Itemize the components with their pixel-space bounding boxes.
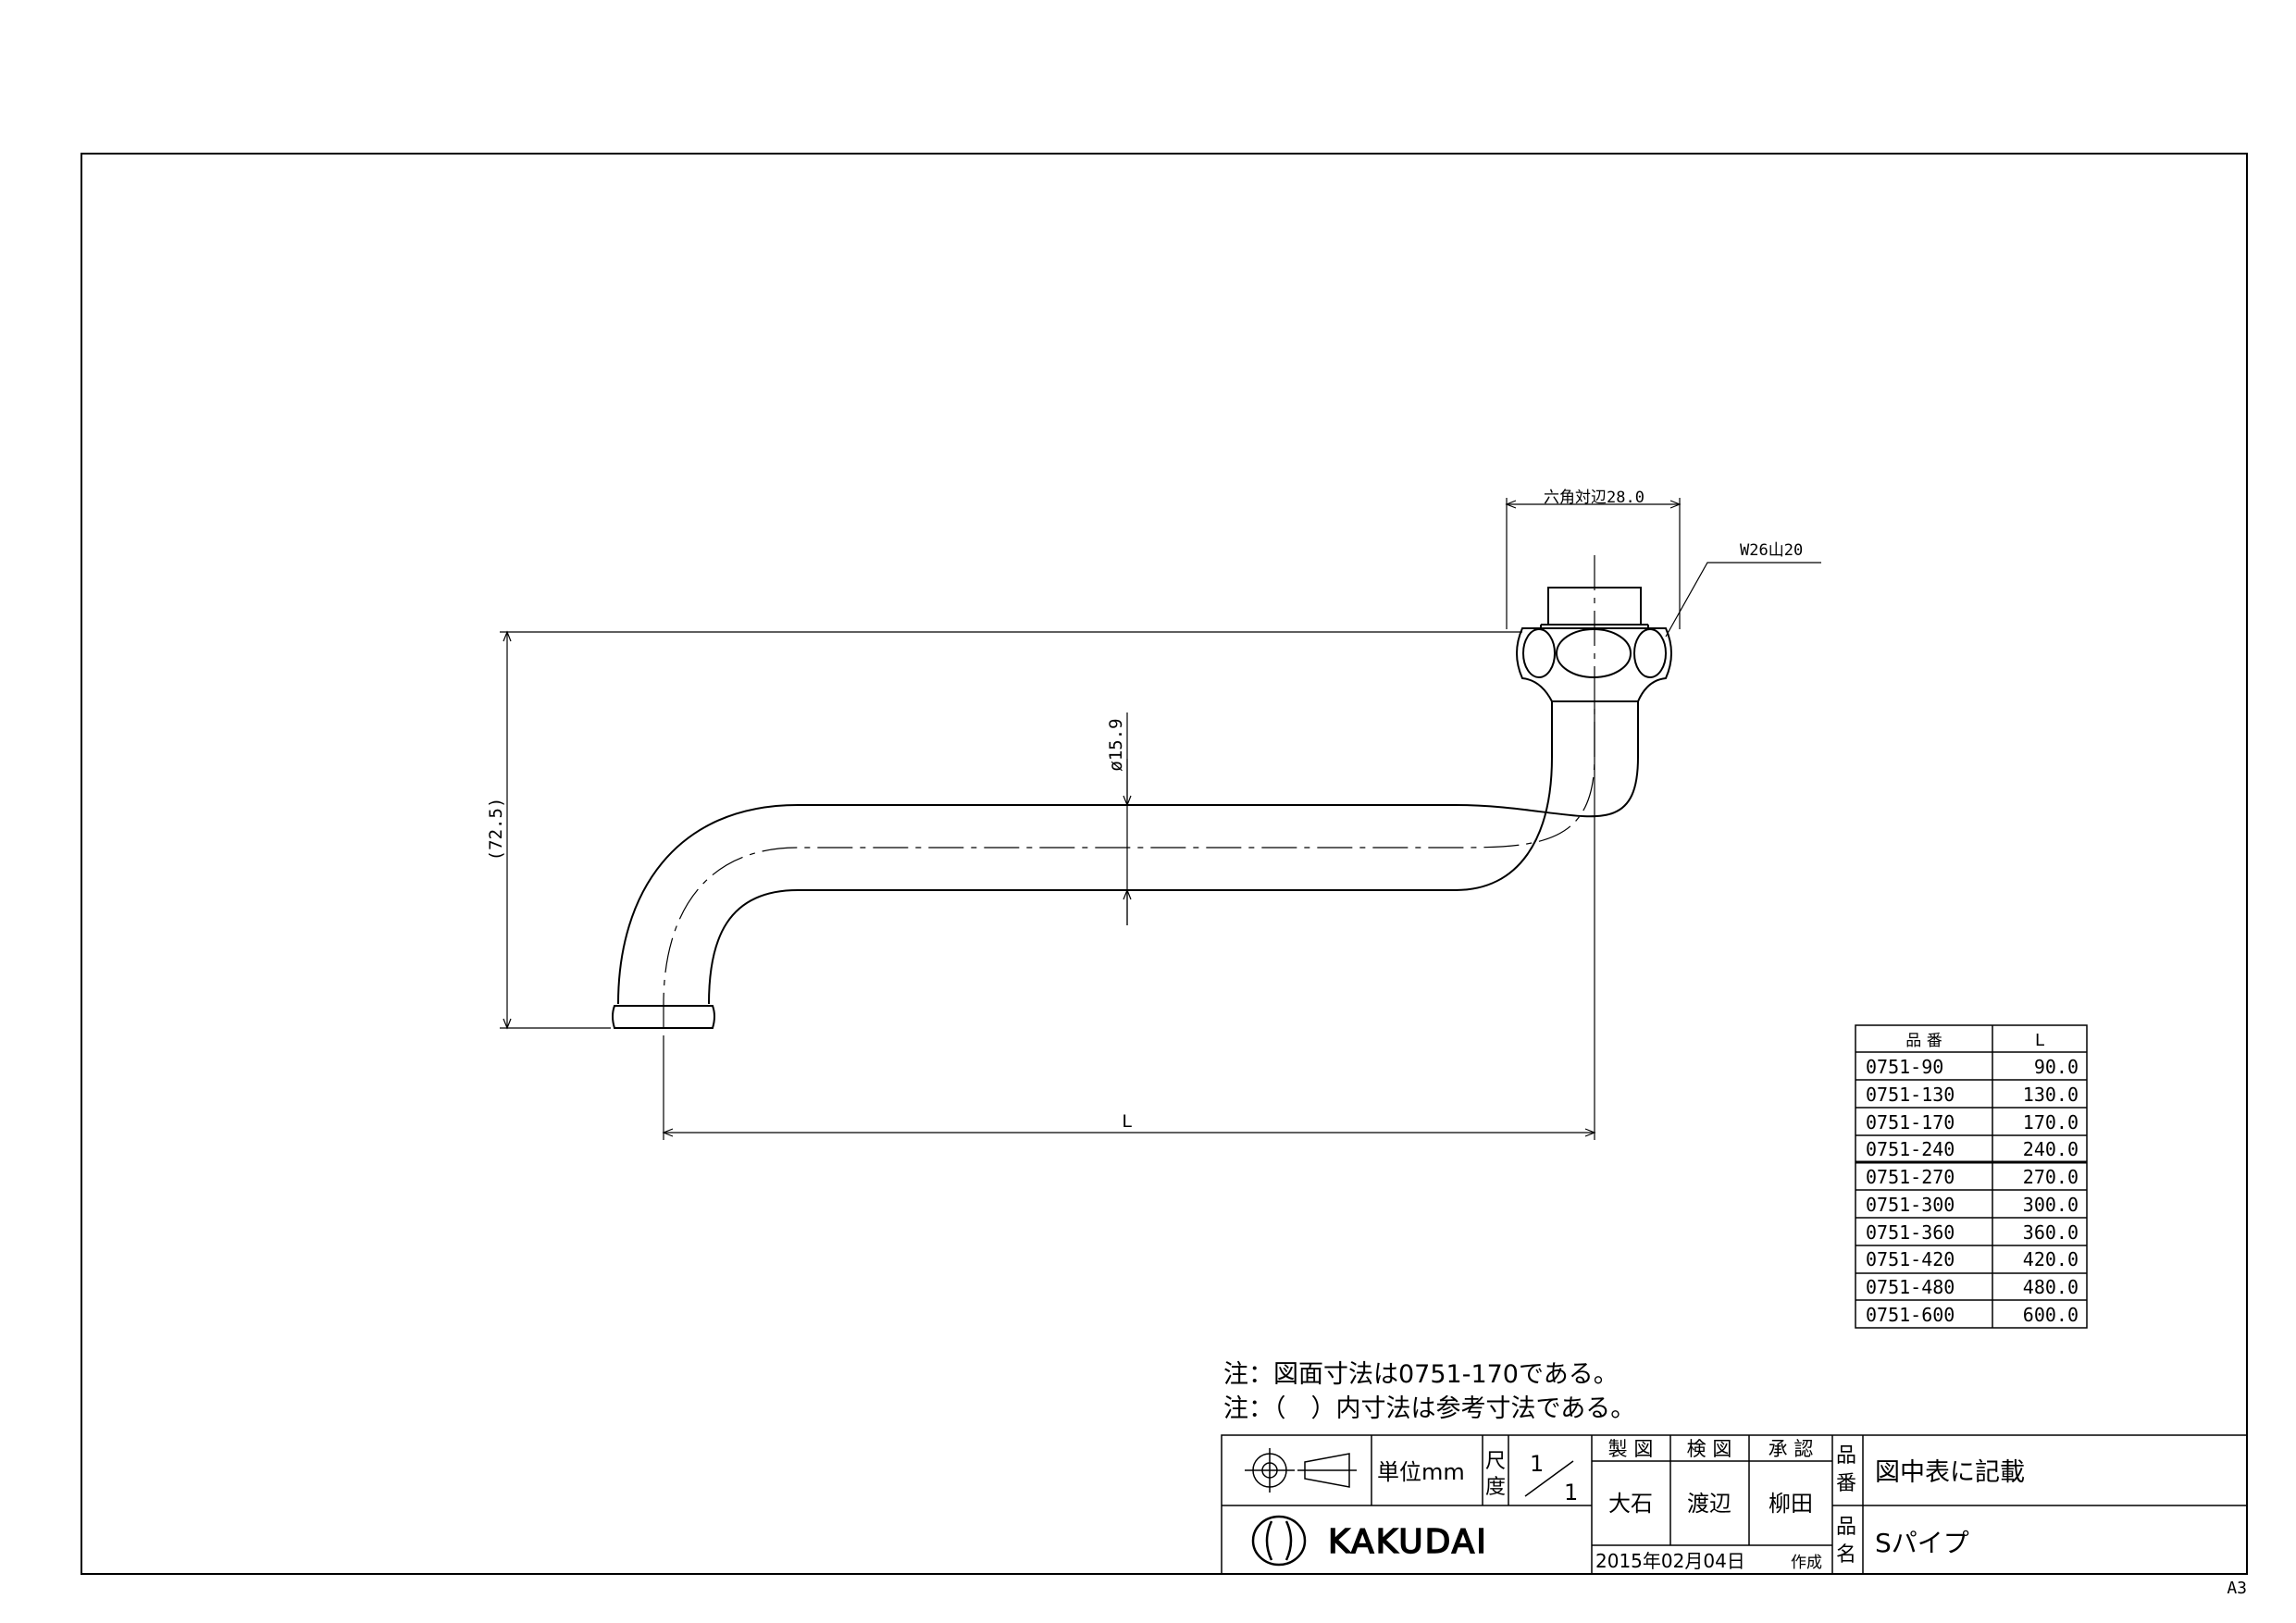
table-cell-part: 0751-130 xyxy=(1866,1084,1955,1106)
pipe-inner-contour xyxy=(617,701,1639,1005)
sheet-border xyxy=(81,153,2248,1575)
parts-table-header-number: 品 番 xyxy=(1905,1032,1942,1050)
part-name-value: Sパイプ xyxy=(1875,1528,1969,1558)
nut-center-face xyxy=(1556,628,1632,678)
date-suffix: 作成 xyxy=(1791,1554,1822,1572)
table-cell-length: 360.0 xyxy=(2023,1221,2079,1244)
pipe-centerline xyxy=(663,555,1595,1036)
table-cell-length: 240.0 xyxy=(2023,1138,2079,1160)
dimension-lines xyxy=(500,498,1821,1140)
note-2: 注：（ ）内寸法は参考寸法である。 xyxy=(1223,1394,1635,1423)
table-cell-part: 0751-420 xyxy=(1866,1248,1955,1270)
projection-symbol-icon xyxy=(1245,1448,1357,1493)
made-by: 大石 xyxy=(1608,1491,1653,1517)
hex-dimension-label: 六角対辺28.0 xyxy=(1544,489,1644,507)
kakudai-logo-icon xyxy=(1251,1515,1307,1567)
title-block: 単位mm 尺 度 1 1 KAKUDAI 製 図 検 図 承 認 大石 渡辺 柳… xyxy=(1221,1434,2248,1575)
nut-body xyxy=(1516,627,1672,702)
thread-leader xyxy=(1665,562,1821,638)
table-cell-part: 0751-480 xyxy=(1866,1276,1955,1298)
checked-header: 検 図 xyxy=(1687,1438,1732,1460)
sheet-size-label: A3 xyxy=(2227,1579,2247,1598)
approved-header: 承 認 xyxy=(1769,1438,1814,1460)
pipe-diameter-label: ø15.9 xyxy=(1106,718,1126,771)
table-cell-length: 270.0 xyxy=(2023,1166,2079,1188)
number-label-2: 番 xyxy=(1836,1472,1856,1495)
part-number-value: 図中表に記載 xyxy=(1875,1458,2025,1487)
parts-table-header-length: L xyxy=(2035,1031,2044,1050)
number-label-1: 品 xyxy=(1836,1444,1856,1468)
table-cell-length: 600.0 xyxy=(2023,1304,2079,1326)
table-cell-part: 0751-360 xyxy=(1866,1221,1955,1244)
pipe-tip-band xyxy=(612,1005,715,1029)
table-cell-part: 0751-170 xyxy=(1866,1111,1955,1134)
table-cell-part: 0751-600 xyxy=(1866,1304,1955,1326)
name-label-1: 品 xyxy=(1836,1516,1856,1539)
table-cell-length: 130.0 xyxy=(2023,1084,2079,1106)
table-cell-part: 0751-270 xyxy=(1866,1166,1955,1188)
s-pipe-drawing xyxy=(612,555,1672,1036)
scale-denominator: 1 xyxy=(1564,1480,1578,1505)
date-text: 2015年02月04日 xyxy=(1595,1550,1745,1572)
table-cell-length: 420.0 xyxy=(2023,1248,2079,1270)
approved-by: 柳田 xyxy=(1769,1491,1813,1517)
table-cell-length: 480.0 xyxy=(2023,1276,2079,1298)
parts-table: 品 番 L 0751-90 90.0 0751-130 130.0 0751-1… xyxy=(1855,1024,2088,1329)
made-header: 製 図 xyxy=(1608,1438,1654,1460)
length-label: L xyxy=(1122,1111,1132,1132)
scale-label-2: 度 xyxy=(1485,1476,1506,1499)
unit-label: 単位mm xyxy=(1377,1459,1465,1485)
company-name: KAKUDAI xyxy=(1328,1523,1488,1561)
pipe-outer-contour xyxy=(708,701,1553,1005)
table-cell-length: 170.0 xyxy=(2023,1111,2079,1134)
thread-label: W26山20 xyxy=(1740,541,1803,560)
scale-label-1: 尺 xyxy=(1485,1450,1506,1473)
checked-by: 渡辺 xyxy=(1687,1491,1731,1517)
table-cell-length: 90.0 xyxy=(2034,1056,2079,1078)
table-cell-length: 300.0 xyxy=(2023,1194,2079,1216)
scale-numerator: 1 xyxy=(1530,1451,1544,1477)
note-1: 注：図面寸法は0751-170である。 xyxy=(1223,1360,1619,1389)
nut-right-face xyxy=(1633,628,1667,678)
height-label: (72.5) xyxy=(486,798,506,861)
table-cell-part: 0751-90 xyxy=(1866,1056,1943,1078)
nut-left-face xyxy=(1522,628,1556,678)
table-cell-part: 0751-300 xyxy=(1866,1194,1955,1216)
table-cell-part: 0751-240 xyxy=(1866,1138,1955,1160)
name-label-2: 名 xyxy=(1836,1543,1856,1567)
